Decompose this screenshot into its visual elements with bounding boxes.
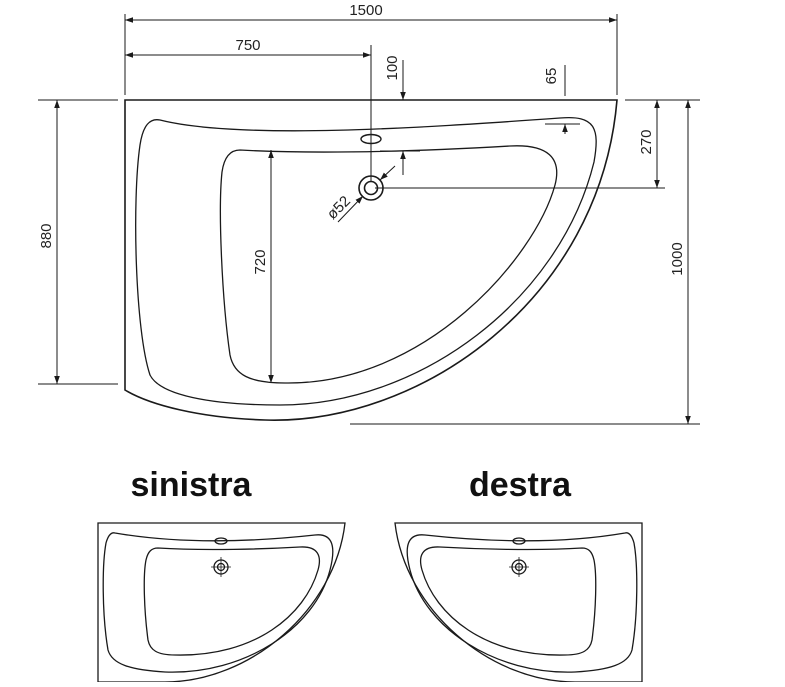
- variant-right-floor: [419, 546, 597, 656]
- dim-left-depth: 880: [38, 223, 55, 248]
- dim-inner-depth: 720: [252, 249, 269, 274]
- variant-right-tub: [394, 522, 643, 683]
- dimension-lines: [38, 14, 700, 425]
- dim-drain-offset-side: 270: [638, 129, 655, 154]
- variant-right-overflow: [512, 537, 526, 545]
- variant-left-inner-rim: [102, 532, 334, 673]
- dim-total-width: 1500: [349, 2, 382, 19]
- variant-right-inner-rim: [406, 532, 638, 673]
- tub-inner-rim: [135, 116, 597, 406]
- tub-floor: [219, 145, 558, 384]
- variant-left-overflow: [214, 537, 228, 545]
- tub-outer-rim: [124, 99, 618, 421]
- dim-half-width: 750: [235, 37, 260, 54]
- dim-drain-diameter: ø52: [324, 193, 354, 223]
- dim-right-depth: 1000: [669, 242, 686, 275]
- label-left-variant: sinistra: [131, 466, 253, 504]
- dim-overflow-offset: 65: [543, 68, 560, 85]
- label-right-variant: destra: [469, 466, 572, 504]
- variant-left-floor: [143, 546, 321, 656]
- variant-left-tub: [97, 522, 346, 683]
- dim-drain-offset-top: 100: [384, 55, 401, 80]
- dimension-labels: 1500 750 100 65 270 880 720 1000 ø52: [38, 2, 686, 276]
